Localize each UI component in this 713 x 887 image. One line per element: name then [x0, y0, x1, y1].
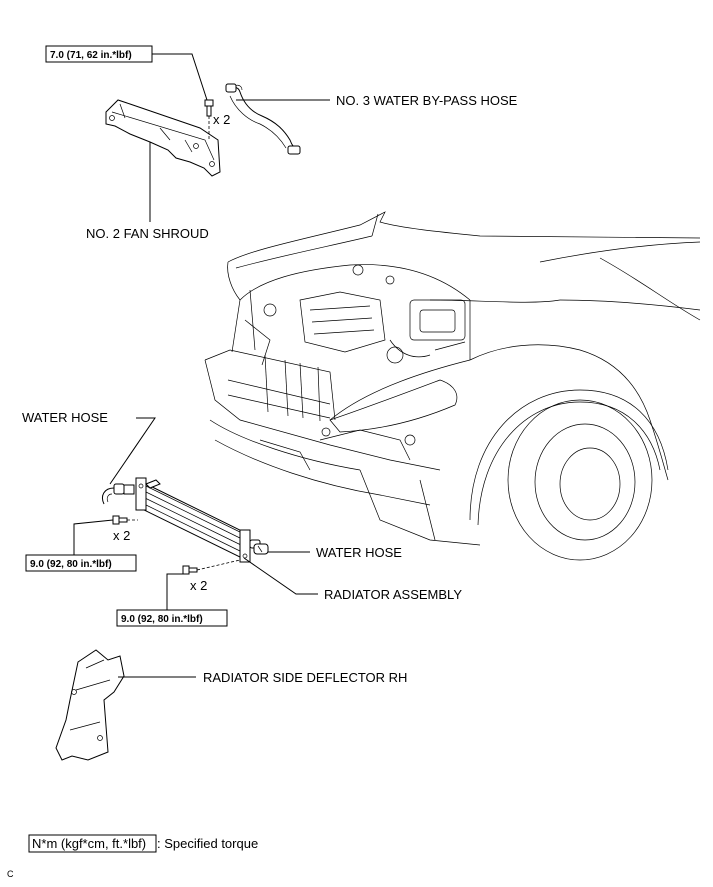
legend-unit-text: N*m (kgf*cm, ft.*lbf) [32, 836, 146, 851]
fan-shroud-label: NO. 2 FAN SHROUD [86, 226, 209, 241]
radiator-right-torque-value: 9.0 (92, 80 in.*lbf) [121, 614, 203, 625]
fan-shroud-bolt-quantity: x 2 [213, 112, 230, 127]
fan-shroud-torque-leader [151, 53, 208, 101]
fan-shroud-bolt [204, 99, 214, 140]
fan-shroud-torque-box [45, 45, 153, 63]
side-deflector-label: RADIATOR SIDE DEFLECTOR RH [203, 670, 407, 685]
water-hose-left-label: WATER HOSE [22, 410, 108, 425]
no2-fan-shroud-part [105, 99, 221, 177]
radiator-assembly-label: RADIATOR ASSEMBLY [324, 587, 462, 602]
radiator-right-bolt [182, 559, 241, 575]
corner-code: C [7, 869, 14, 879]
radiator-left-torque-value: 9.0 (92, 80 in.*lbf) [30, 559, 112, 570]
radiator-side-deflector-rh-part [55, 649, 125, 761]
radiator-left-bolt-quantity: x 2 [113, 528, 130, 543]
radiator-left-bolt [112, 515, 138, 525]
water-hose-left-part [101, 483, 135, 505]
radiator-assembly-leader [243, 557, 318, 595]
radiator-right-torque-leader [166, 573, 183, 610]
radiator-left-torque-box [25, 554, 137, 572]
fan-shroud-torque-value: 7.0 (71, 62 in.*lbf) [50, 50, 132, 61]
radiator-right-torque-box [116, 609, 228, 627]
vehicle-front-illustration [204, 211, 701, 561]
water-hose-right-part [253, 543, 269, 555]
water-hose-right-label: WATER HOSE [316, 545, 402, 560]
radiator-left-torque-leader [73, 519, 114, 555]
radiator-right-bolt-quantity: x 2 [190, 578, 207, 593]
no3-water-bypass-hose-part [225, 83, 301, 155]
legend-unit-box [28, 834, 157, 853]
radiator-assembly-part [135, 477, 261, 563]
bypass-hose-label: NO. 3 WATER BY-PASS HOSE [336, 93, 518, 108]
legend-description: : Specified torque [157, 836, 258, 851]
water-hose-left-leader [109, 417, 156, 485]
